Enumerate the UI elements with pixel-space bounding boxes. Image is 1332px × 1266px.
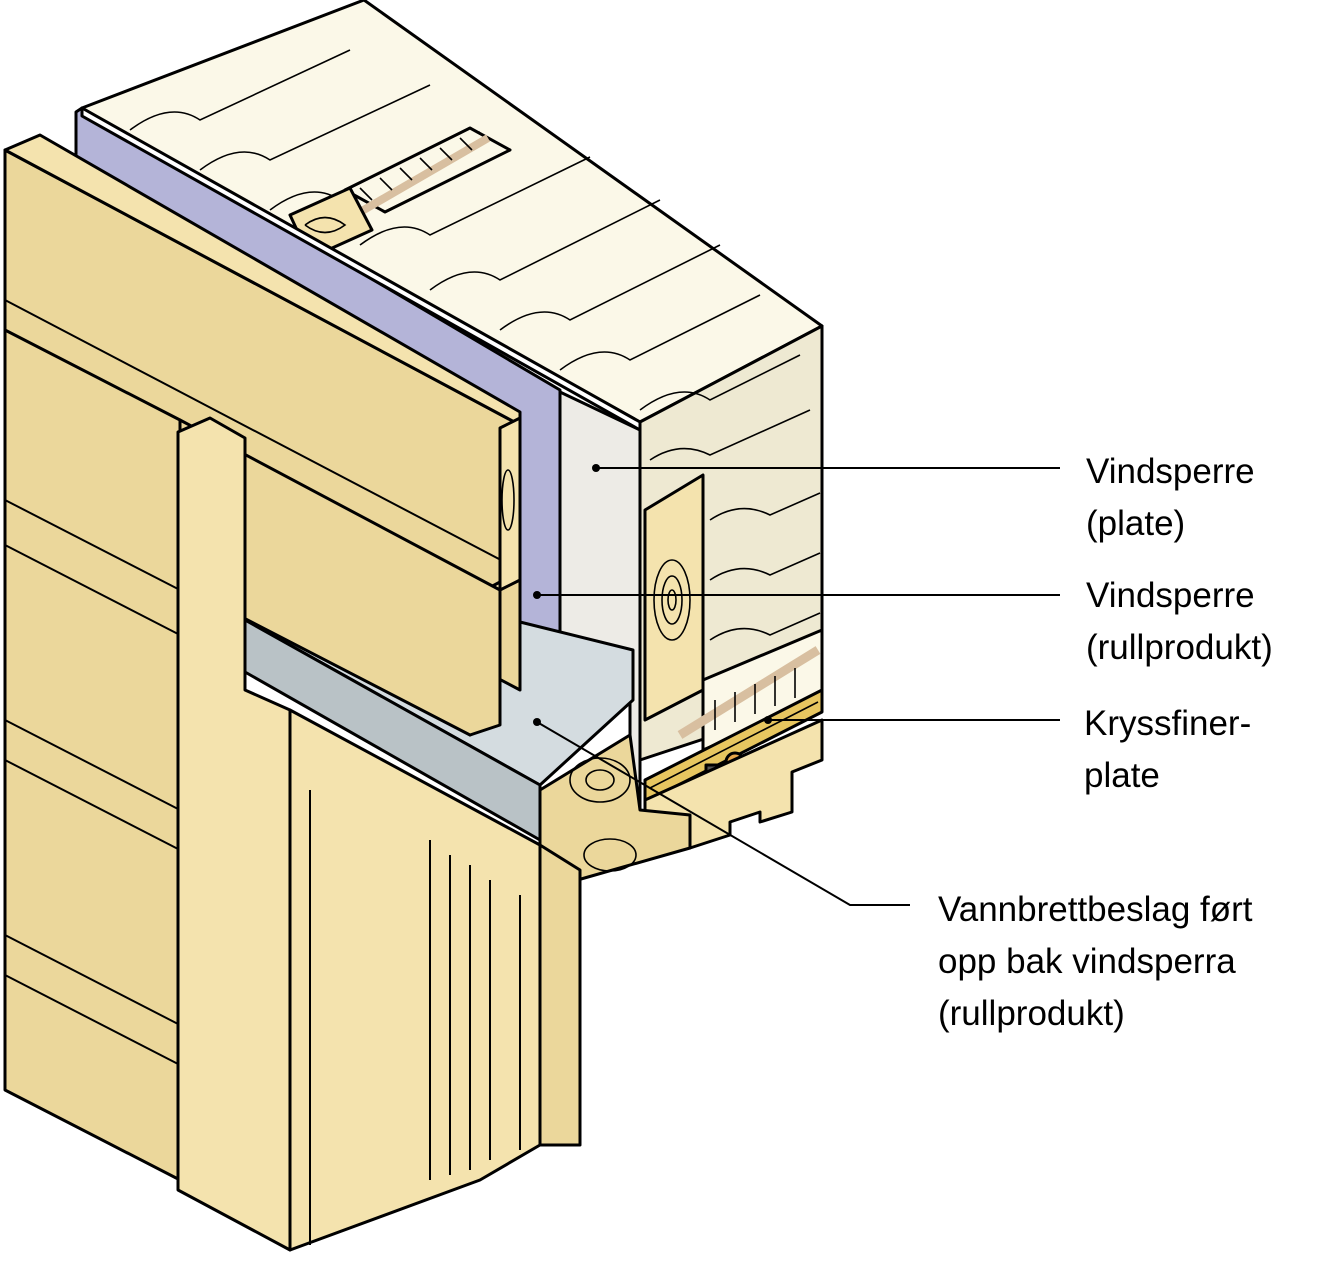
trim-vertical [176, 416, 292, 1252]
label-vindsperre-plate-line2: (plate) [1086, 504, 1186, 543]
window-trim-and-frame [176, 416, 582, 1252]
frame-side [538, 843, 582, 1147]
label-vindsperre-rull-line1: Vindsperre [1086, 576, 1255, 615]
leader-vindsperre-rull [533, 591, 1060, 599]
leader-kryssfiner [764, 716, 1060, 724]
frame-front [288, 708, 542, 1252]
label-vannbrettbeslag: Vannbrettbeslag ført opp bak vindsperra … [938, 884, 1253, 1040]
label-kryssfinerplate: Kryssfiner- plate [1084, 698, 1251, 802]
label-vannbrett-line1: Vannbrettbeslag ført [938, 890, 1253, 929]
insulation-fiber-curls [129, 49, 801, 411]
vertical-stud-section [643, 473, 705, 722]
label-vindsperre-rull-line2: (rullprodukt) [1086, 628, 1273, 667]
leader-vannbrett [533, 718, 910, 906]
label-vindsperre-plate-line1: Vindsperre [1086, 452, 1255, 491]
label-kryssfiner-line2: plate [1084, 756, 1160, 795]
wind-barrier-board [80, 106, 642, 812]
label-vannbrett-line2: opp bak vindsperra [938, 942, 1236, 981]
exterior-cladding [3, 133, 522, 1182]
label-vannbrett-line3: (rullprodukt) [938, 994, 1125, 1033]
leader-vindsperre-plate [592, 464, 1060, 472]
label-vindsperre-plate: Vindsperre (plate) [1086, 446, 1255, 550]
upper-batten-insulation-strip [343, 126, 512, 219]
plywood-board [643, 688, 824, 804]
label-kryssfiner-line1: Kryssfiner- [1084, 704, 1252, 743]
lower-batten-insulation-strip [677, 628, 824, 752]
callout-leaders [533, 464, 1060, 906]
label-vindsperre-rullprodukt: Vindsperre (rullprodukt) [1086, 570, 1273, 674]
